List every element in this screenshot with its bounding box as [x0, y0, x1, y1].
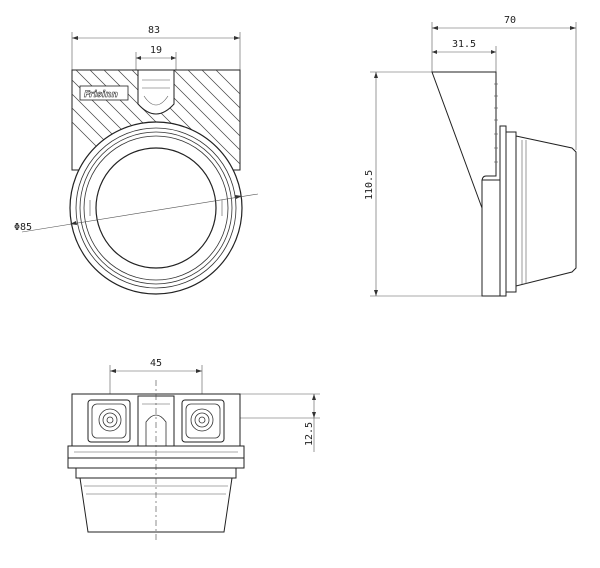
ring-3 [79, 131, 233, 285]
ring-4 [83, 135, 229, 281]
left-screw-hole [98, 408, 122, 432]
flange-2 [505, 131, 517, 293]
front-view: 83 19 [14, 25, 259, 295]
dim-side-height: 110.5 [364, 170, 375, 200]
dim-side-depth: 70 [504, 15, 516, 26]
left-boss [87, 399, 131, 443]
dim-front-diameter: Φ85 [14, 222, 32, 233]
diameter-leader [21, 193, 259, 233]
dim-front-width: 83 [148, 25, 160, 36]
lens [95, 147, 217, 269]
ring-2 [75, 127, 237, 289]
logo-text: Frisinn [84, 90, 118, 100]
bottom-view: 45 12.5 [67, 358, 320, 540]
right-boss [181, 399, 225, 443]
dim-side-partial: 31.5 [452, 39, 476, 50]
side-view: 70 31.5 110.5 [364, 15, 577, 297]
dim-front-slot: 19 [150, 45, 162, 56]
lens-housing-bottom [79, 477, 233, 533]
cable-slot [137, 69, 175, 115]
lens-housing [515, 135, 577, 287]
right-screw-hole [190, 408, 214, 432]
dim-bottom-spacing: 45 [150, 358, 162, 369]
logo-plate [79, 85, 129, 101]
ledge-2 [67, 457, 245, 469]
lamp-base [481, 179, 501, 297]
flange-1 [499, 125, 507, 297]
dim-bottom-offset: 12.5 [304, 422, 315, 446]
